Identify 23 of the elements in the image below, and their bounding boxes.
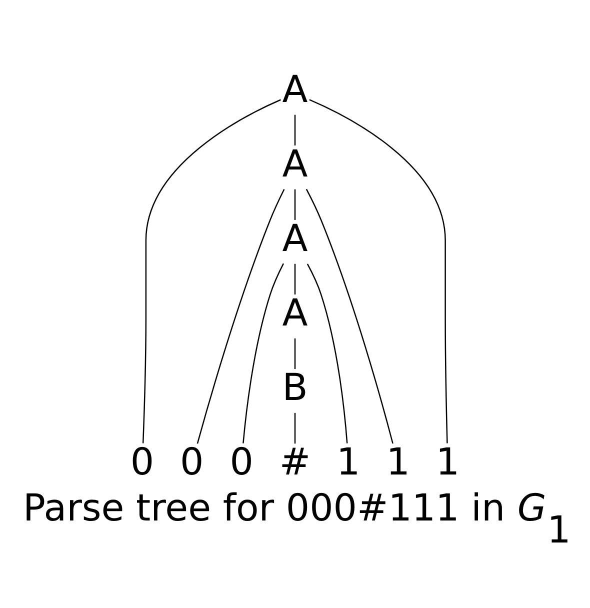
node-text: A	[282, 216, 308, 260]
connector	[242, 262, 284, 443]
node-text: B	[282, 364, 308, 409]
node-text: 1	[336, 439, 360, 484]
connector	[196, 188, 285, 444]
node-text: #	[279, 439, 311, 484]
node-text: 1	[386, 439, 410, 484]
node-text: 0	[130, 439, 154, 484]
connector	[294, 114, 296, 145]
connector	[294, 338, 296, 369]
node-text: 0	[230, 439, 254, 484]
connector	[306, 263, 348, 443]
node-text: 1	[436, 439, 460, 484]
node-text: 0	[180, 439, 204, 484]
node-text: A	[282, 66, 308, 111]
connector	[306, 188, 394, 444]
connector	[142, 98, 281, 443]
connector	[294, 188, 296, 220]
node-text: A	[282, 141, 308, 186]
connector	[294, 263, 296, 294]
connector	[294, 412, 296, 444]
connector	[309, 98, 448, 443]
node-text: A	[282, 290, 308, 334]
